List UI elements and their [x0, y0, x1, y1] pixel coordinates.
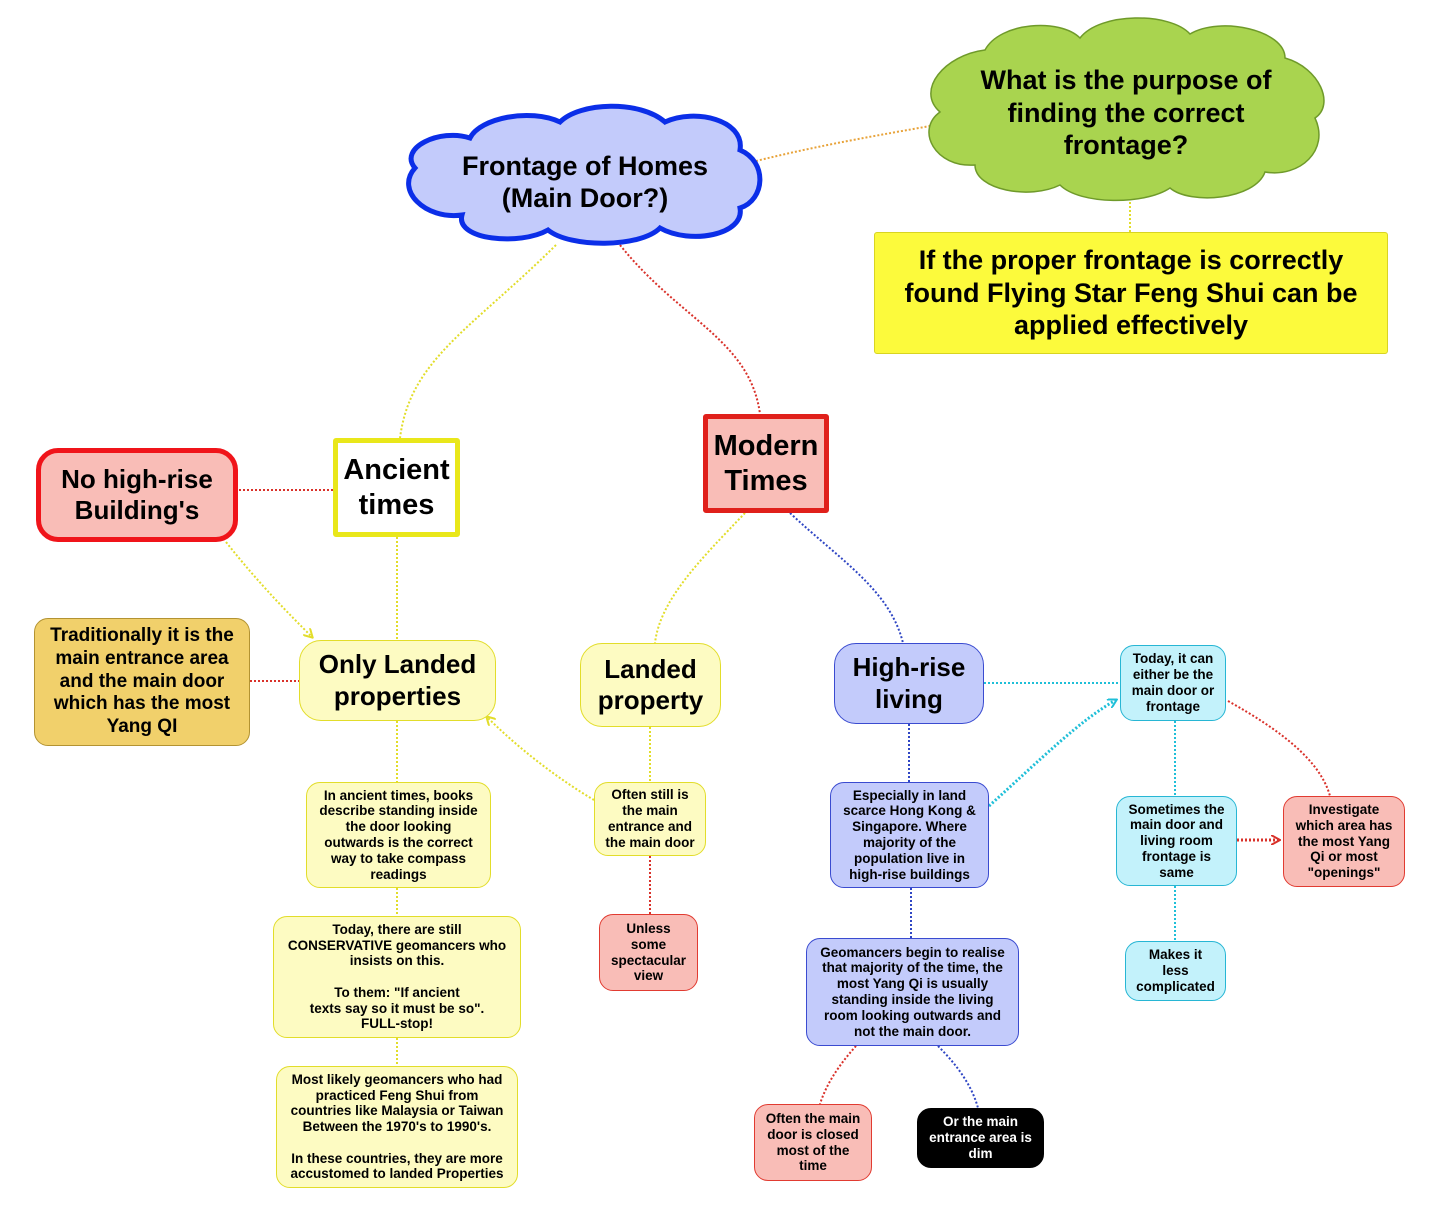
high-rise-living-topic[interactable]: High-rise living — [834, 643, 984, 724]
especially-land-topic[interactable]: Especially in land scarce Hong Kong & Si… — [830, 782, 989, 888]
sometimes-same-topic[interactable]: Sometimes the main door and living room … — [1116, 796, 1237, 886]
often-closed-topic[interactable]: Often the main door is closed most of th… — [754, 1104, 872, 1181]
link-root-modern — [619, 244, 761, 415]
link-geomancers-dim — [937, 1045, 979, 1109]
today-either-topic[interactable]: Today, it can either be the main door or… — [1120, 645, 1226, 721]
link-oftenstill-onlylanded — [487, 717, 595, 801]
only-landed-topic[interactable]: Only Landed properties — [299, 640, 496, 721]
link-especially-today — [987, 700, 1116, 808]
landed-property-topic[interactable]: Landed property — [580, 643, 721, 727]
investigate-topic[interactable]: Investigate which area has the most Yang… — [1283, 796, 1405, 887]
root-topic[interactable]: Frontage of Homes (Main Door?) — [461, 150, 709, 213]
link-root-purpose — [751, 125, 931, 163]
purpose-cloud-shape — [928, 17, 1325, 202]
often-still-topic[interactable]: Often still is the main entrance and the… — [594, 782, 706, 856]
no-high-rise-topic[interactable]: No high-rise Building's — [36, 448, 238, 542]
dim-entrance-topic[interactable]: Or the main entrance area is dim — [917, 1108, 1044, 1168]
link-today-investigate — [1227, 700, 1331, 797]
link-geomancers-closed — [819, 1045, 857, 1105]
modern-times-topic[interactable]: Modern Times — [703, 414, 829, 513]
link-modern-highrise — [789, 512, 904, 644]
geomancers-realise-topic[interactable]: Geomancers begin to realise that majorit… — [806, 938, 1019, 1046]
purpose-answer-topic[interactable]: If the proper frontage is correctly foun… — [874, 232, 1388, 354]
unless-view-topic[interactable]: Unless some spectacular view — [599, 914, 698, 991]
root-cloud-shape — [406, 103, 763, 246]
most-likely-topic[interactable]: Most likely geomancers who had practiced… — [276, 1066, 518, 1188]
traditionally-topic[interactable]: Traditionally it is the main entrance ar… — [34, 618, 250, 746]
purpose-question-topic[interactable]: What is the purpose of finding the corre… — [980, 65, 1272, 161]
link-root-ancient — [399, 244, 557, 439]
link-nohighrise-onlylanded — [225, 541, 312, 637]
ancient-books-topic[interactable]: In ancient times, books describe standin… — [306, 782, 491, 888]
link-modern-landed — [654, 512, 746, 644]
makes-less-topic[interactable]: Makes it less complicated — [1125, 941, 1226, 1001]
conservative-topic[interactable]: Today, there are still CONSERVATIVE geom… — [273, 916, 521, 1038]
ancient-times-topic[interactable]: Ancient times — [333, 438, 460, 537]
